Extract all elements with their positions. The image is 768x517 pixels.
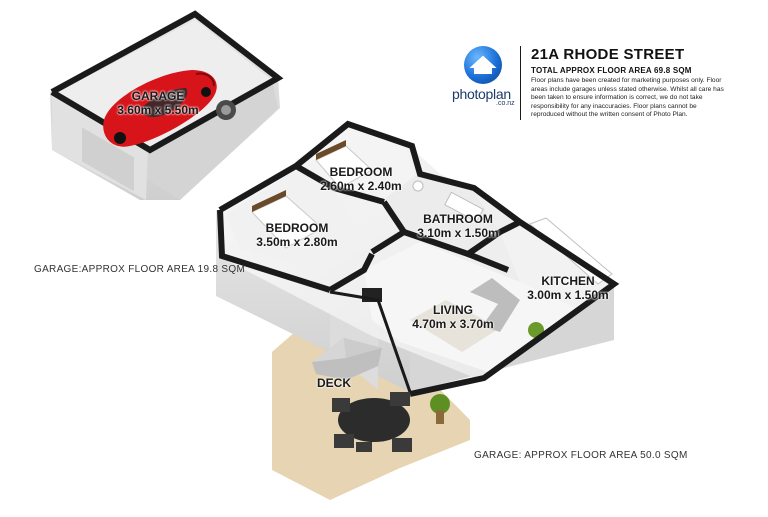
room-dimensions: 3.50m x 2.80m xyxy=(256,235,338,249)
living-sofa xyxy=(470,278,520,332)
room-label-kitchen: KITCHEN 3.00m x 1.50m xyxy=(518,274,618,302)
room-label-bedroom-1: BEDROOM 2.60m x 2.40m xyxy=(306,165,416,193)
house-wall-front-edge xyxy=(329,290,412,393)
deck-dining-set xyxy=(332,392,412,452)
bedroom-1-bed-headboard xyxy=(316,140,346,160)
bathroom-bath xyxy=(444,191,484,223)
room-label-deck: DECK xyxy=(306,376,362,390)
room-name: DECK xyxy=(316,376,351,390)
room-label-bedroom-2: BEDROOM 3.50m x 2.80m xyxy=(242,221,352,249)
logo-domain: .co.nz xyxy=(496,100,515,107)
logo-wordmark: photoplan xyxy=(452,86,511,102)
garage-wheel-object xyxy=(216,100,236,120)
room-name: LIVING xyxy=(432,303,473,317)
room-name: GARAGE xyxy=(131,89,185,103)
property-info: 21A RHODE STREET TOTAL APPROX FLOOR AREA… xyxy=(520,46,731,120)
room-dimensions: 4.70m x 3.70m xyxy=(412,317,494,331)
garage-right-wall xyxy=(146,80,278,200)
garage-block xyxy=(50,10,284,200)
garage-area-note: GARAGE:APPROX FLOOR AREA 19.8 SQM xyxy=(34,264,246,275)
bedroom-2-bed-headboard xyxy=(252,190,286,212)
house-area-note: GARAGE: APPROX FLOOR AREA 50.0 SQM xyxy=(474,450,688,461)
property-title: 21A RHODE STREET xyxy=(531,46,685,63)
room-label-bathroom: BATHROOM 3.10m x 1.50m xyxy=(408,212,508,240)
room-dimensions: 2.60m x 2.40m xyxy=(320,179,402,193)
room-name: KITCHEN xyxy=(541,274,595,288)
room-dimensions: 3.10m x 1.50m xyxy=(417,226,499,240)
garage-door xyxy=(82,127,134,192)
house-walls xyxy=(217,120,620,397)
bathroom-toilet-icon xyxy=(412,180,424,192)
room-dimensions: 3.00m x 1.50m xyxy=(527,288,609,302)
room-name: BEDROOM xyxy=(265,221,329,235)
photoplan-logo: photoplan .co.nz xyxy=(448,46,522,107)
room-dimensions: 3.60m x 5.50m xyxy=(117,103,199,117)
house-globe-icon xyxy=(464,46,502,84)
car xyxy=(103,70,217,147)
kitchen-floor xyxy=(500,222,612,310)
room-label-living: LIVING 4.70m x 3.70m xyxy=(398,303,508,331)
bedroom-1-bed xyxy=(315,145,373,189)
deck-plant xyxy=(430,394,450,424)
disclaimer-text: Floor plans have been created for market… xyxy=(531,77,724,119)
room-name: BATHROOM xyxy=(423,212,493,226)
room-label-garage: GARAGE 3.60m x 5.50m xyxy=(108,89,208,117)
house-block xyxy=(216,120,620,500)
living-floor xyxy=(364,242,580,372)
deck-umbrella xyxy=(312,338,382,380)
room-name: BEDROOM xyxy=(329,165,393,179)
total-floor-area: TOTAL APPROX FLOOR AREA 69.8 SQM xyxy=(531,66,692,75)
living-rug xyxy=(410,300,500,352)
